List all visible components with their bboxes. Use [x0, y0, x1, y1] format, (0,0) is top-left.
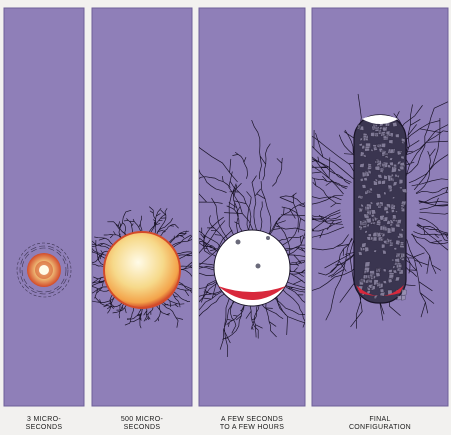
caption-stage-4: FINAL CONFIGURATION [312, 416, 448, 432]
caption-stage-3: A FEW SECONDS TO A FEW HOURS [199, 416, 305, 432]
caption-stage-2: 500 MICRO- SECONDS [92, 416, 192, 432]
fireball-expanding [104, 232, 180, 308]
panel-stage-2 [78, 8, 208, 406]
caption-stage-1: 3 MICRO- SECONDS [4, 416, 84, 432]
panels-layer [4, 8, 451, 406]
panel-stage-1 [4, 8, 84, 406]
